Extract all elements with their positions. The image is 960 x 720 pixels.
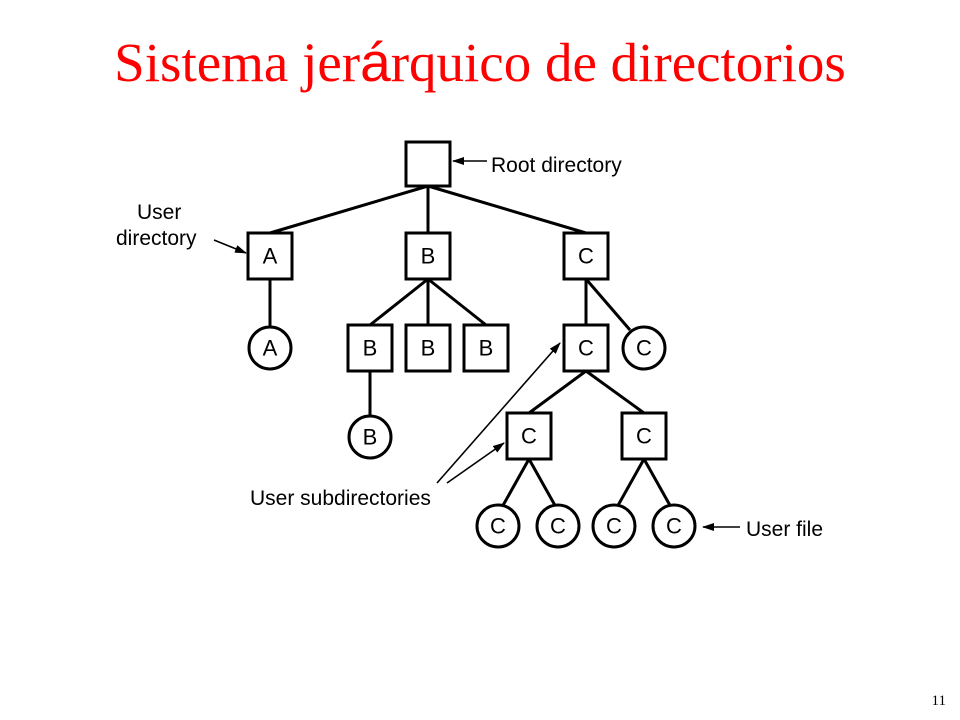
- edge-b-sub1: [369, 277, 429, 327]
- edge-cright-file2: [642, 458, 674, 510]
- subdirectory-b1-node: [346, 323, 394, 373]
- subdirectory-c-letter: C: [578, 336, 594, 361]
- subdirectory-b2-letter: B: [421, 336, 436, 361]
- file-c-left-1-letter: C: [490, 514, 506, 539]
- user-directory-b-letter: B: [421, 244, 436, 269]
- file-c-left-2-letter: C: [550, 514, 566, 539]
- subdirectory-c-left-node: [505, 411, 553, 461]
- subdirectory-b1-letter: B: [363, 336, 378, 361]
- slide-title: Sistema jerárquico de directorios: [114, 31, 846, 93]
- file-nodes: [247, 325, 697, 549]
- edge-c-file: [584, 278, 632, 331]
- file-a-node: [247, 325, 293, 371]
- file-c-left-1-node: [475, 503, 521, 549]
- edge-root-a: [269, 184, 429, 235]
- user-directory-b-node: [404, 231, 452, 281]
- user-directory-a-letter: A: [263, 244, 278, 269]
- user-directory-arrow: [213, 239, 247, 254]
- root-directory-node: [404, 140, 452, 188]
- file-c-node: [621, 325, 667, 371]
- user-subdirectories-label: User subdirectories: [250, 487, 431, 510]
- subdirectory-c-right-letter: C: [636, 424, 652, 449]
- file-c-right-2-node: [651, 503, 697, 549]
- subdirectory-c-right-node: [620, 411, 668, 461]
- subdirectory-b3-letter: B: [479, 336, 494, 361]
- subdirectory-b3-node: [462, 323, 510, 373]
- page-number: 11: [931, 693, 946, 709]
- edge-cleft-file1: [499, 458, 531, 510]
- file-a-letter: A: [263, 336, 278, 361]
- user-directory-c-letter: C: [578, 244, 594, 269]
- file-c-right-1-node: [591, 503, 637, 549]
- user-subdirectories-arrow-lower: [446, 442, 505, 484]
- edge-cright-file1: [614, 458, 646, 510]
- file-b-node: [347, 414, 393, 460]
- subdirectory-b2-node: [404, 323, 452, 373]
- user-directory-label-line2: directory: [116, 227, 197, 250]
- file-b-letter: B: [363, 425, 378, 450]
- edge-root-c: [427, 184, 587, 235]
- file-c-right-2-letter: C: [666, 514, 682, 539]
- user-directory-c-node: [562, 231, 610, 281]
- subdirectory-c-node: [562, 323, 610, 373]
- subdirectory-c-left-letter: C: [521, 424, 537, 449]
- file-c-left-2-node: [535, 503, 581, 549]
- callout-arrows: [213, 157, 740, 531]
- edge-csub-right: [585, 369, 645, 415]
- root-directory-label: Root directory: [491, 154, 622, 177]
- edge-b-sub3: [427, 277, 487, 327]
- file-c-letter: C: [636, 336, 652, 361]
- user-subdirectories-arrow-upper: [436, 342, 561, 484]
- user-directory-a-node: [246, 231, 294, 281]
- user-directory-label-line1: User: [137, 201, 181, 224]
- tree-edges: [268, 184, 674, 510]
- user-file-label: User file: [746, 518, 823, 541]
- edge-csub-left: [528, 369, 587, 415]
- file-c-right-1-letter: C: [606, 514, 622, 539]
- edge-cleft-file2: [527, 458, 559, 510]
- directory-nodes: [246, 140, 668, 461]
